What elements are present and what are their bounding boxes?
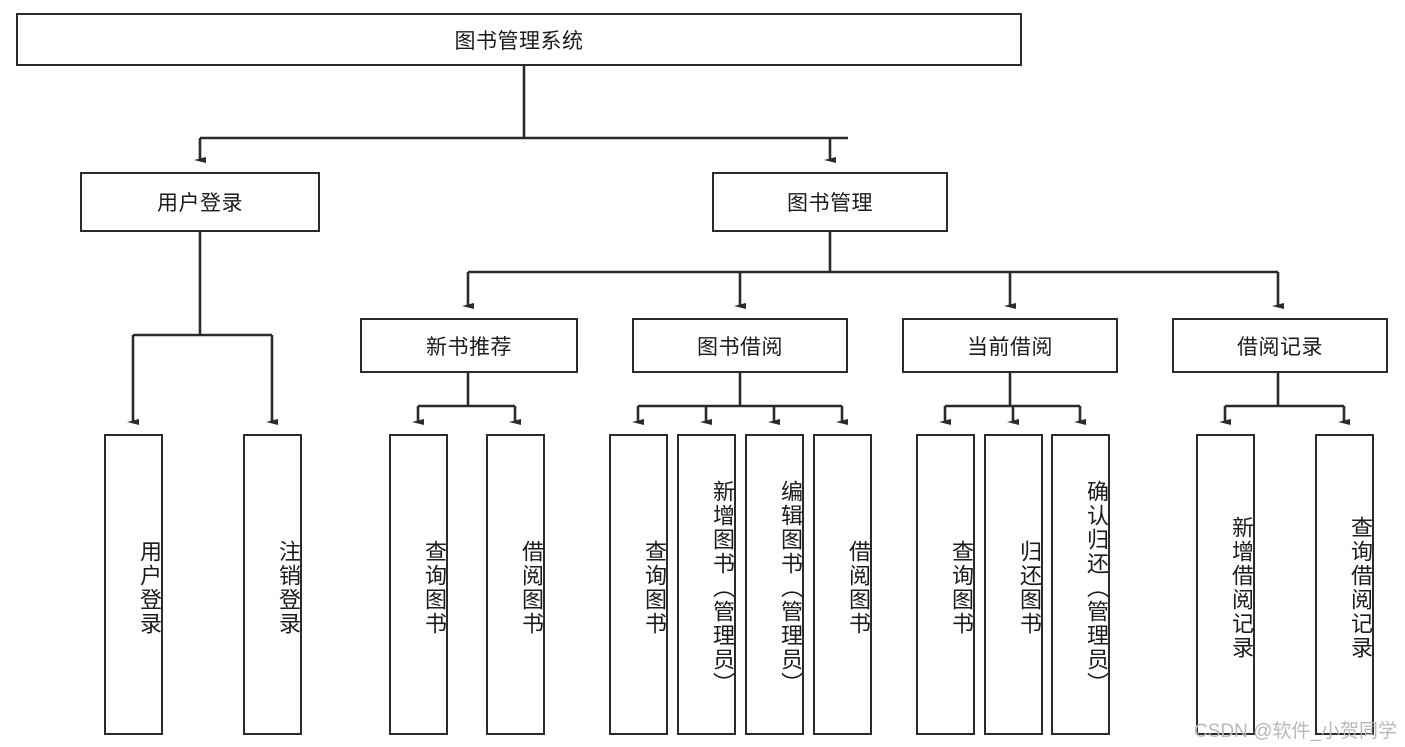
node-user-login[interactable]: 用户登录 xyxy=(80,172,320,232)
leaf-book-borrow-add[interactable]: 新增图书（管理员） xyxy=(677,434,736,735)
node-new-book-recommend-label: 新书推荐 xyxy=(426,335,512,359)
watermark: CSDN @软件_小贺同学 xyxy=(1194,721,1397,742)
leaf-label: 归还图书 xyxy=(1017,539,1042,636)
node-new-book-recommend[interactable]: 新书推荐 xyxy=(360,318,578,373)
node-user-login-label: 用户登录 xyxy=(157,192,243,215)
node-current-borrow-label: 当前借阅 xyxy=(967,335,1053,359)
node-book-borrow-label: 图书借阅 xyxy=(697,335,783,359)
leaf-current-borrow-query[interactable]: 查询图书 xyxy=(916,434,975,735)
leaf-borrow-record-add[interactable]: 新增借阅记录 xyxy=(1196,434,1255,735)
leaf-book-borrow-edit[interactable]: 编辑图书（管理员） xyxy=(745,434,804,735)
leaf-label: 确认归还（管理员） xyxy=(1084,479,1109,696)
node-current-borrow[interactable]: 当前借阅 xyxy=(902,318,1118,373)
leaf-label: 新增图书（管理员） xyxy=(710,479,735,696)
leaf-book-borrow-lend[interactable]: 借阅图书 xyxy=(813,434,872,735)
node-book-management-label: 图书管理 xyxy=(787,192,873,215)
leaf-label: 新增借阅记录 xyxy=(1229,515,1254,660)
leaf-current-borrow-return[interactable]: 归还图书 xyxy=(984,434,1043,735)
leaf-label: 查询借阅记录 xyxy=(1348,515,1373,660)
leaf-label: 借阅图书 xyxy=(519,539,544,636)
leaf-user-login-signout[interactable]: 注销登录 xyxy=(243,434,302,735)
leaf-label: 借阅图书 xyxy=(846,539,871,636)
leaf-label: 查询图书 xyxy=(422,539,447,636)
leaf-label: 编辑图书（管理员） xyxy=(778,479,803,696)
node-borrow-record-label: 借阅记录 xyxy=(1237,335,1323,359)
leaf-book-borrow-query[interactable]: 查询图书 xyxy=(609,434,668,735)
node-book-management[interactable]: 图书管理 xyxy=(712,172,948,232)
node-book-borrow[interactable]: 图书借阅 xyxy=(632,318,848,373)
leaf-label: 查询图书 xyxy=(949,539,974,636)
node-root-label: 图书管理系统 xyxy=(454,29,584,53)
node-borrow-record[interactable]: 借阅记录 xyxy=(1172,318,1388,373)
leaf-label: 注销登录 xyxy=(276,539,301,636)
leaf-borrow-record-query[interactable]: 查询借阅记录 xyxy=(1315,434,1374,735)
leaf-label: 用户登录 xyxy=(137,539,162,636)
leaf-label: 查询图书 xyxy=(642,539,667,636)
leaf-new-book-query[interactable]: 查询图书 xyxy=(389,434,448,735)
leaf-new-book-borrow[interactable]: 借阅图书 xyxy=(486,434,545,735)
node-root[interactable]: 图书管理系统 xyxy=(16,13,1022,66)
leaf-current-borrow-confirm[interactable]: 确认归还（管理员） xyxy=(1051,434,1110,735)
leaf-user-login-signin[interactable]: 用户登录 xyxy=(104,434,163,735)
